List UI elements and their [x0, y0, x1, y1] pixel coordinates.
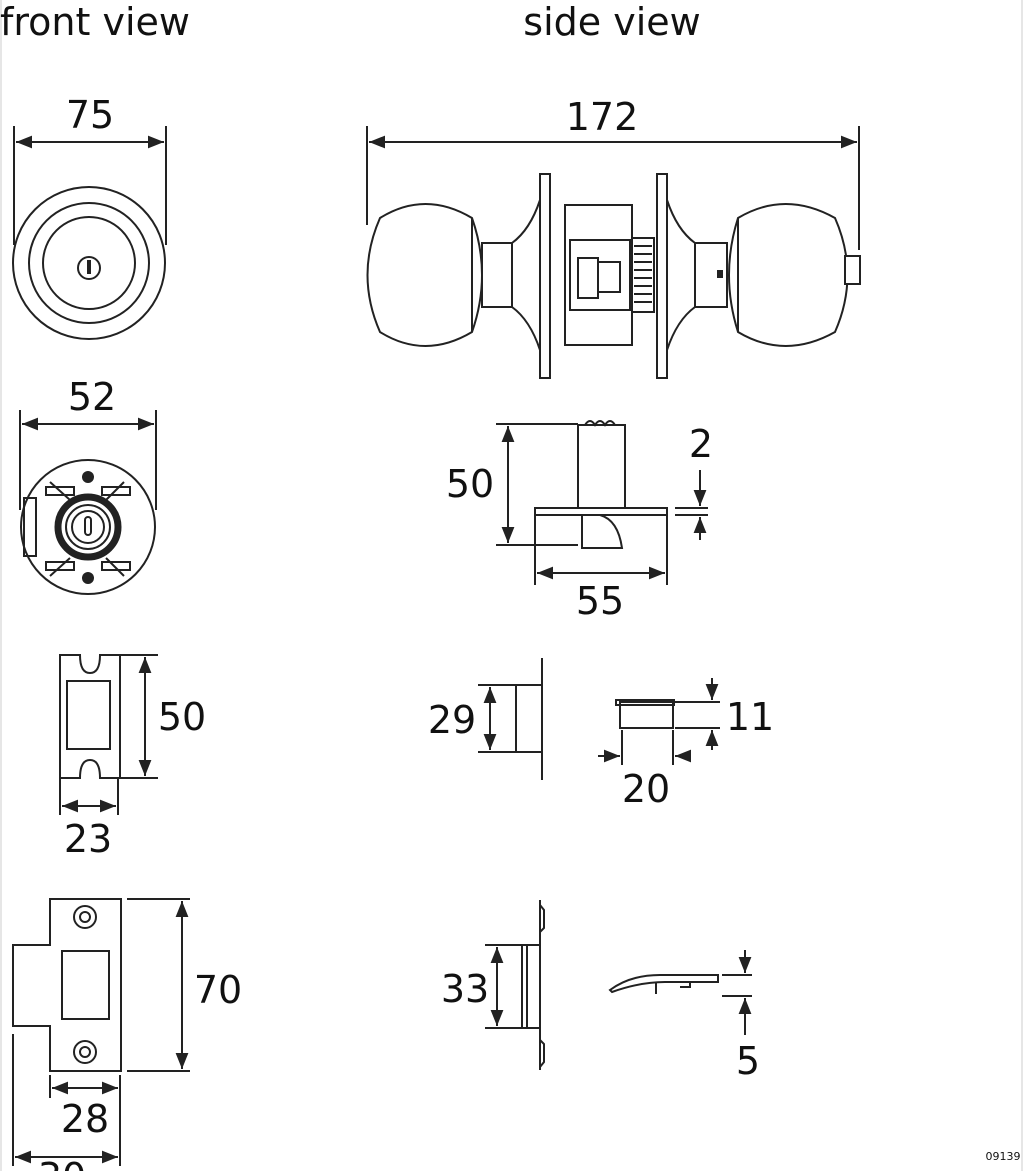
dim-strike2-width: 28 — [61, 1097, 109, 1141]
dim-strike1-width: 23 — [64, 817, 112, 861]
dim-strike2-tongue: 5 — [736, 1039, 760, 1083]
dim-strike2-height: 70 — [194, 968, 242, 1012]
dim-plate-thickness: 2 — [689, 422, 713, 466]
dim-bolt-width: 20 — [622, 767, 670, 811]
dim-bolt-height: 11 — [726, 695, 774, 739]
dim-strike2-side: 33 — [441, 967, 489, 1011]
dim-rose-diameter: 52 — [68, 375, 116, 419]
dim-backset: 55 — [576, 579, 624, 623]
side-knob-view — [366, 126, 861, 379]
strike-plate-small — [59, 654, 720, 815]
front-view-heading: front view — [0, 0, 190, 44]
dim-strike2-lip: 30 — [38, 1155, 86, 1171]
dim-knob-diameter: 75 — [66, 93, 114, 137]
latch-side-view — [496, 420, 708, 585]
rose-front-view — [19, 410, 157, 595]
dim-latch-height: 50 — [446, 462, 494, 506]
dim-strike1-side: 29 — [428, 698, 476, 742]
front-knob-view — [12, 126, 167, 340]
strike-plate-large — [12, 898, 752, 1166]
side-view-heading: side view — [523, 0, 700, 44]
dim-strike1-height: 50 — [158, 695, 206, 739]
dim-overall-length: 172 — [566, 95, 639, 139]
drawing-code: 09139 — [986, 1150, 1021, 1163]
